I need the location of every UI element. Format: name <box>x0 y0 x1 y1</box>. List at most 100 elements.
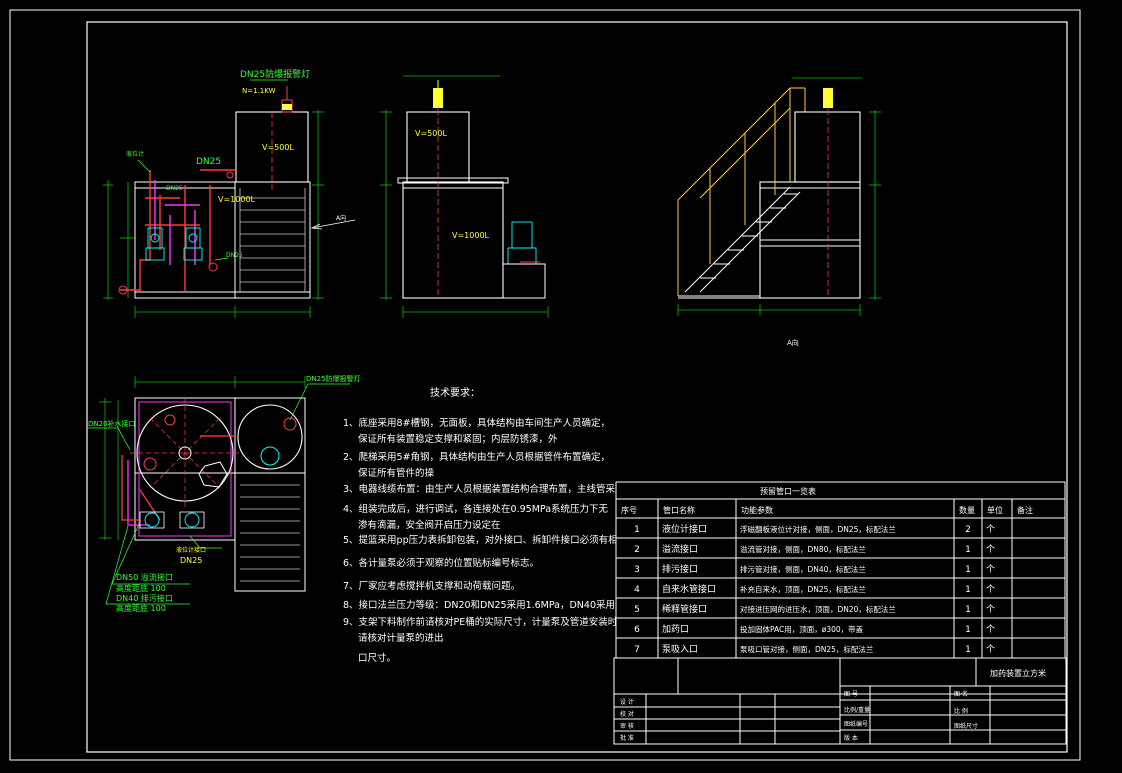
table-row-1-col-0: 1 <box>634 525 640 535</box>
front-motor-power: N=1.1KW <box>242 87 276 95</box>
tech-item-1-line1: 1、底座采用8#槽钢，无面板，具体结构由车间生产人员确定， <box>343 417 610 429</box>
front-callout-top: DN25防爆报警灯 <box>240 68 310 80</box>
table-row-4-col-3: 1 <box>965 585 971 595</box>
table-row-3-col-1: 排污接口 <box>662 563 698 575</box>
table-row-3-col-4: 个 <box>986 564 995 575</box>
table-header-2: 功能参数 <box>741 505 773 515</box>
tb-right-2: 图纸尺寸 <box>954 722 978 730</box>
table-row-2-col-2: 溢流管对接，侧面，DN80，标配法兰 <box>740 544 866 554</box>
table-row-3-col-3: 1 <box>965 565 971 575</box>
tech-item-9-line1: 9、支架下料制作前请核对PE桶的实际尺寸，计量泵及管道安装时 <box>343 616 618 628</box>
table-row-5-col-3: 1 <box>965 605 971 615</box>
table-row-2-col-4: 个 <box>986 544 995 555</box>
table-header-1: 管口名称 <box>663 505 695 515</box>
tb-right-0: 图 名 <box>954 690 968 698</box>
table-row-7-col-0: 7 <box>634 645 640 655</box>
tech-title: 技术要求： <box>430 386 480 399</box>
tb-mid-0: 图 号 <box>844 691 858 698</box>
outer-frame <box>9 9 1081 761</box>
nozzle-table: 预留管口一览表 序号 管口名称 功能参数 数量 单位 备注 1 液位计接口 浮磁翻板液位计对接，… <box>615 481 1066 659</box>
front-label-c: DN25 <box>226 252 243 259</box>
table-row-3-col-0: 3 <box>634 565 640 575</box>
plan-callout-left: DN20补水接口 <box>88 419 136 428</box>
table-row-5-col-2: 对接进压网的进压水，顶面，DN20，标配法兰 <box>740 604 896 614</box>
tb-mid-1: 比例/重量 <box>844 706 870 714</box>
table-row-4-col-0: 4 <box>634 585 640 595</box>
tb-left-1: 校 对 <box>620 710 634 718</box>
plan-view: DN25防爆报警灯 DN20补水接口 液位计接口 DN25 DN50 溢流接口 … <box>88 374 361 613</box>
table-row-3-col-2: 排污管对接，侧面，DN40，标配法兰 <box>740 564 866 574</box>
side-tank-bottom-volume: V=1000L <box>452 231 490 240</box>
front-label-a: 液位计 <box>126 150 144 158</box>
table-row-4-col-2: 补充自来水，顶面，DN25，标配法兰 <box>740 584 866 594</box>
side-arrow-label: A向 <box>336 214 346 222</box>
table-title: 预留管口一览表 <box>760 486 816 496</box>
table-row-4-col-4: 个 <box>986 584 995 595</box>
tech-item-1-line2: 保证所有装置稳定支撑和紧固；内层防锈漆，外 <box>358 433 558 445</box>
plan-callout-bottom1: 液位计接口 <box>176 546 206 554</box>
right-view: A向 <box>677 77 881 347</box>
tb-right-1: 比 例 <box>954 707 968 715</box>
tech-item-8-line1: 8、接口法兰压力等级：DN20和DN25采用1.6MPa，DN40采用1.0MP… <box>343 599 659 611</box>
front-tank-top-volume: V=500L <box>262 143 294 152</box>
plan-callout-bottom2: DN25 <box>180 556 202 565</box>
plan-note1: DN50 溢流接口 <box>116 572 173 582</box>
tech-item-2-line1: 2、爬梯采用5#角钢，具体结构由生产人员根据管件布置确定， <box>343 451 610 463</box>
tb-mid-2: 图纸编号 <box>844 720 868 728</box>
table-row-7-col-4: 个 <box>986 644 995 655</box>
plan-note2: DN40 排污接口 <box>116 593 173 603</box>
table-row-5-col-4: 个 <box>986 604 995 615</box>
table-row-2-col-3: 1 <box>965 545 971 555</box>
inner-frame <box>86 21 1068 753</box>
table-row-1-col-2: 浮磁翻板液位计对接，侧面，DN25，标配法兰 <box>740 524 896 534</box>
front-label-b: DN25 <box>166 185 183 192</box>
table-header-4: 单位 <box>987 505 1003 515</box>
table-row-1-col-4: 个 <box>986 524 995 535</box>
tech-item-6-line1: 6、各计量泵必须于观察的位置贴标编号标志。 <box>343 557 539 569</box>
table-header-3: 数量 <box>959 505 975 515</box>
tech-item-4-line2: 渗有滴漏，安全阀开启压力设定在 <box>358 519 501 531</box>
drawing-title: 加药装置立方米 <box>990 668 1046 678</box>
table-header-0: 序号 <box>621 505 637 515</box>
front-view: DN25防爆报警灯 N=1.1KW V=500L V=1000L DN25 液位… <box>103 68 324 318</box>
table-row-1-col-1: 液位计接口 <box>662 523 707 535</box>
front-pipe-label: DN25 <box>196 157 221 167</box>
right-view-caption: A向 <box>787 338 799 347</box>
tb-left-0: 设 计 <box>620 698 634 706</box>
table-row-2-col-0: 2 <box>634 545 640 555</box>
table-row-6-col-3: 1 <box>965 625 971 635</box>
table-row-5-col-0: 5 <box>634 605 640 615</box>
tb-left-3: 批 准 <box>620 734 634 742</box>
tb-mid-3: 版 本 <box>844 734 858 742</box>
tech-item-4-line1: 4、组装完成后，进行调试，各连接处在0.95MPa系统压力下无 <box>343 503 609 515</box>
table-row-1-col-3: 2 <box>965 525 971 535</box>
table-row-7-col-2: 泵吸口管对接，侧面，DN25，标配法兰 <box>740 644 874 654</box>
table-header-5: 备注 <box>1017 505 1033 515</box>
side-view: A向 V=500L V=1000L <box>310 75 549 318</box>
table-row-7-col-3: 1 <box>965 645 971 655</box>
table-row-6-col-1: 加药口 <box>662 624 689 635</box>
tech-item-5-line1: 5、提篮采用pp压力表拆卸包装，对外接口、拆卸件接口必须有相应标志。 <box>343 534 656 546</box>
table-row-6-col-2: 投加固体PAC用，顶面，ø300，带盖 <box>740 624 864 634</box>
technical-requirements: 技术要求： 1、底座采用8#槽钢，无面板，具体结构由车间生产人员确定， 保证所有装… <box>343 386 659 664</box>
table-row-7-col-1: 泵吸入口 <box>662 644 698 655</box>
plan-note2b: 高度距底 100 <box>116 603 166 613</box>
table-row-6-col-4: 个 <box>986 624 995 635</box>
table-row-6-col-0: 6 <box>634 625 640 635</box>
tech-item-9-line3: 口尺寸。 <box>358 652 396 664</box>
table-row-5-col-1: 稀释管接口 <box>662 603 707 615</box>
tech-item-7-line1: 7、厂家应考虑搅拌机支撑和动荷载问题。 <box>343 580 520 592</box>
plan-callout-top: DN25防爆报警灯 <box>306 374 361 383</box>
plan-note1b: 高度距底 100 <box>116 583 166 593</box>
table-row-4-col-1: 自来水管接口 <box>662 583 716 595</box>
side-tank-top-volume: V=500L <box>415 129 447 138</box>
tech-item-2-line2: 保证所有管件的操 <box>358 467 435 479</box>
table-row-2-col-1: 溢流接口 <box>662 543 698 555</box>
tech-item-3-line1: 3、电器线缆布置：由生产人员根据装置结构合理布置，主线管采用 <box>343 483 625 495</box>
front-tank-bottom-volume: V=1000L <box>218 195 256 204</box>
tech-item-9-line2: 请核对计量泵的进出 <box>358 632 444 644</box>
tb-left-2: 审 核 <box>620 722 634 730</box>
